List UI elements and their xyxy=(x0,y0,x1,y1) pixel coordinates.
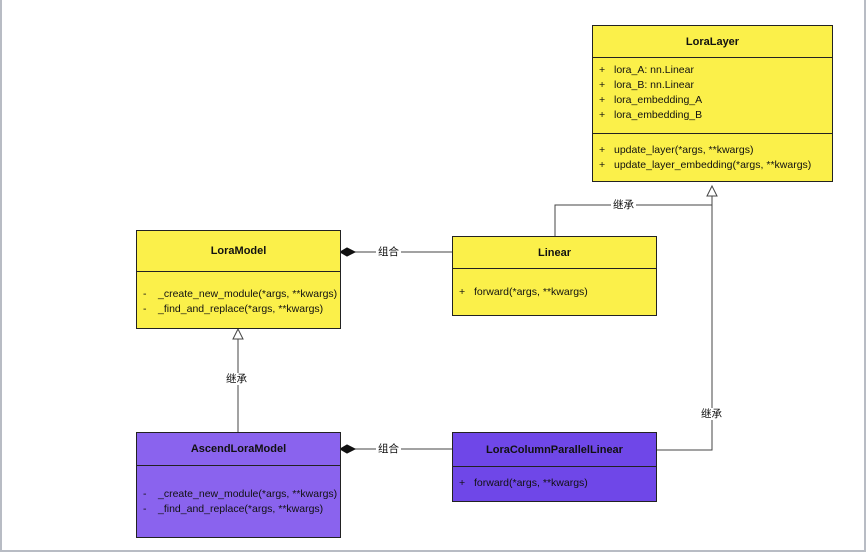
label-ascend-inherits: 继承 xyxy=(224,373,249,385)
method-row: +update_layer(*args, **kwargs) xyxy=(599,144,754,156)
attribute-row: +lora_B: nn.Linear xyxy=(599,79,694,91)
method-row: +update_layer_embedding(*args, **kwargs) xyxy=(599,159,812,171)
method-row: +forward(*args, **kwargs) xyxy=(459,286,588,298)
method-row: -_find_and_replace(*args, **kwargs) xyxy=(143,503,324,515)
class-linear[interactable]: Linear +forward(*args, **kwargs) xyxy=(452,236,657,316)
method-row: -_find_and_replace(*args, **kwargs) xyxy=(143,303,324,315)
class-name: LoraModel xyxy=(137,231,340,272)
label-lora-model-composition: 组合 xyxy=(376,246,401,258)
composition-diamond-ascend xyxy=(338,444,357,454)
attribute-row: +lora_embedding_B xyxy=(599,109,703,121)
canvas-border-right xyxy=(864,0,866,552)
methods-section: +forward(*args, **kwargs) xyxy=(453,269,656,300)
inheritance-arrowhead-loralayer xyxy=(706,184,718,197)
class-ascend-lora-model[interactable]: AscendLoraModel -_create_new_module(*arg… xyxy=(136,432,341,538)
attributes-section: +lora_A: nn.Linear +lora_B: nn.Linear +l… xyxy=(593,58,832,134)
label-column-inherits: 继承 xyxy=(699,408,724,420)
method-row: -_create_new_module(*args, **kwargs) xyxy=(143,288,338,300)
attribute-row: +lora_embedding_A xyxy=(599,94,703,106)
attribute-row: +lora_A: nn.Linear xyxy=(599,64,694,76)
composition-diamond-loramodel xyxy=(338,247,357,257)
class-lora-model[interactable]: LoraModel -_create_new_module(*args, **k… xyxy=(136,230,341,329)
label-linear-inherits: 继承 xyxy=(611,199,636,211)
methods-section: +update_layer(*args, **kwargs) +update_l… xyxy=(593,134,832,173)
methods-section: -_create_new_module(*args, **kwargs) -_f… xyxy=(137,466,340,517)
method-row: -_create_new_module(*args, **kwargs) xyxy=(143,488,338,500)
inheritance-arrowhead-loramodel xyxy=(232,327,244,340)
column-inheritance-line xyxy=(657,196,713,451)
class-lora-layer[interactable]: LoraLayer +lora_A: nn.Linear +lora_B: nn… xyxy=(592,25,833,182)
canvas-border-left xyxy=(0,0,2,552)
class-name: LoraLayer xyxy=(593,26,832,58)
class-lora-column-parallel-linear[interactable]: LoraColumnParallelLinear +forward(*args,… xyxy=(452,432,657,502)
canvas-border-bottom xyxy=(0,550,866,552)
class-name: AscendLoraModel xyxy=(137,433,340,466)
methods-section: +forward(*args, **kwargs) xyxy=(453,467,656,491)
class-name: LoraColumnParallelLinear xyxy=(453,433,656,467)
method-row: +forward(*args, **kwargs) xyxy=(459,477,588,489)
label-ascend-composition: 组合 xyxy=(376,443,401,455)
methods-section: -_create_new_module(*args, **kwargs) -_f… xyxy=(137,272,340,317)
class-name: Linear xyxy=(453,237,656,269)
